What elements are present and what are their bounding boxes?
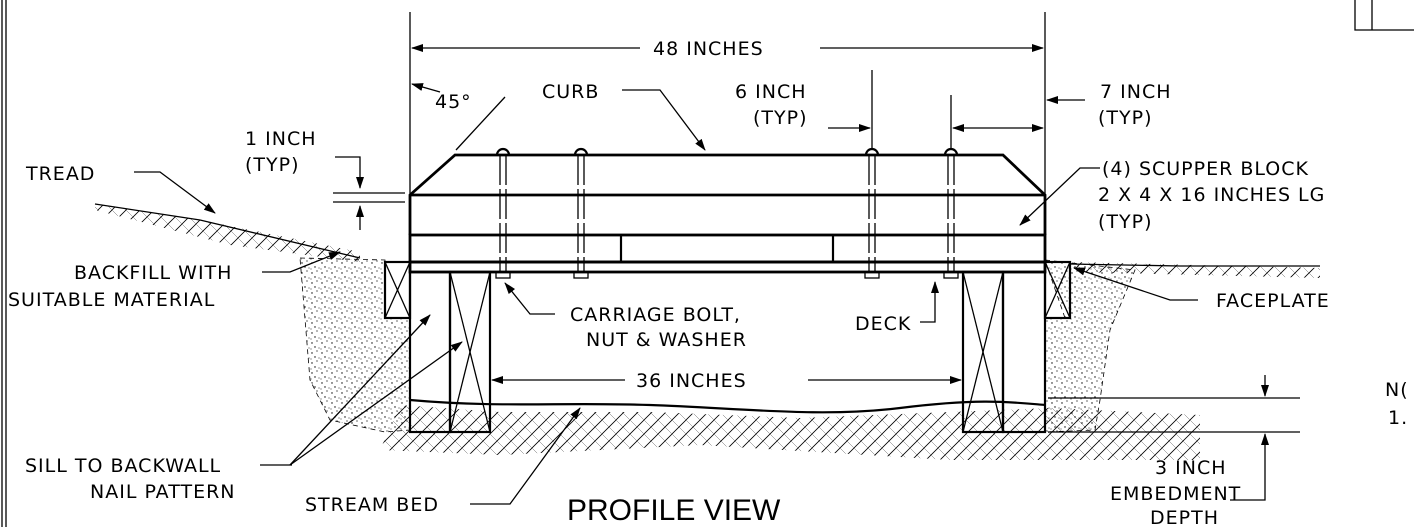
- label-scupper-1: (4) SCUPPER BLOCK: [1102, 158, 1309, 180]
- label-7-typ: (TYP): [1098, 107, 1153, 129]
- ground: [94, 203, 1320, 460]
- tread-layer: [408, 233, 1047, 264]
- backfill: [299, 257, 1136, 433]
- label-sill-2: NAIL PATTERN: [90, 481, 236, 503]
- carriage-bolts: [495, 147, 959, 279]
- label-6-inch: 6 INCH: [735, 81, 807, 103]
- label-sill-1: SILL TO BACKWALL: [25, 455, 221, 477]
- label-note-one: 1.: [1388, 407, 1408, 429]
- label-scupper-3: (TYP): [1098, 211, 1153, 233]
- label-faceplate: FACEPLATE: [1216, 290, 1330, 312]
- label-7-inch: 7 INCH: [1100, 81, 1172, 103]
- label-deck: DECK: [855, 313, 911, 335]
- label-6-typ: (TYP): [753, 107, 808, 129]
- label-36-inches: 36 INCHES: [636, 370, 747, 392]
- label-stream-bed: STREAM BED: [305, 494, 439, 516]
- label-1-inch: 1 INCH: [245, 128, 317, 150]
- label-backfill-1: BACKFILL WITH: [74, 262, 232, 284]
- label-bolt-2: NUT & WASHER: [586, 329, 747, 351]
- label-curb: CURB: [542, 81, 599, 103]
- deck-plank: [408, 260, 1047, 274]
- label-tread: TREAD: [25, 163, 95, 185]
- label-embed-2: EMBEDMENT: [1110, 483, 1241, 505]
- label-45-deg: 45°: [435, 91, 472, 113]
- label-backfill-2: SUITABLE MATERIAL: [8, 289, 215, 311]
- dimension-48: [409, 12, 1046, 195]
- label-embed-1: 3 INCH: [1155, 457, 1227, 479]
- label-scupper-2: 2 X 4 X 16 INCHES LG: [1098, 184, 1325, 206]
- page-title: PROFILE VIEW: [567, 494, 781, 527]
- label-1-typ: (TYP): [245, 154, 300, 176]
- stream-bed-line: [409, 398, 1046, 414]
- label-embed-3: DEPTH: [1150, 507, 1219, 527]
- label-48-inches: 48 INCHES: [653, 38, 764, 60]
- label-bolt-1: CARRIAGE BOLT,: [570, 304, 741, 326]
- label-notes-partial: N(: [1385, 379, 1409, 401]
- faceplates: [383, 260, 1072, 320]
